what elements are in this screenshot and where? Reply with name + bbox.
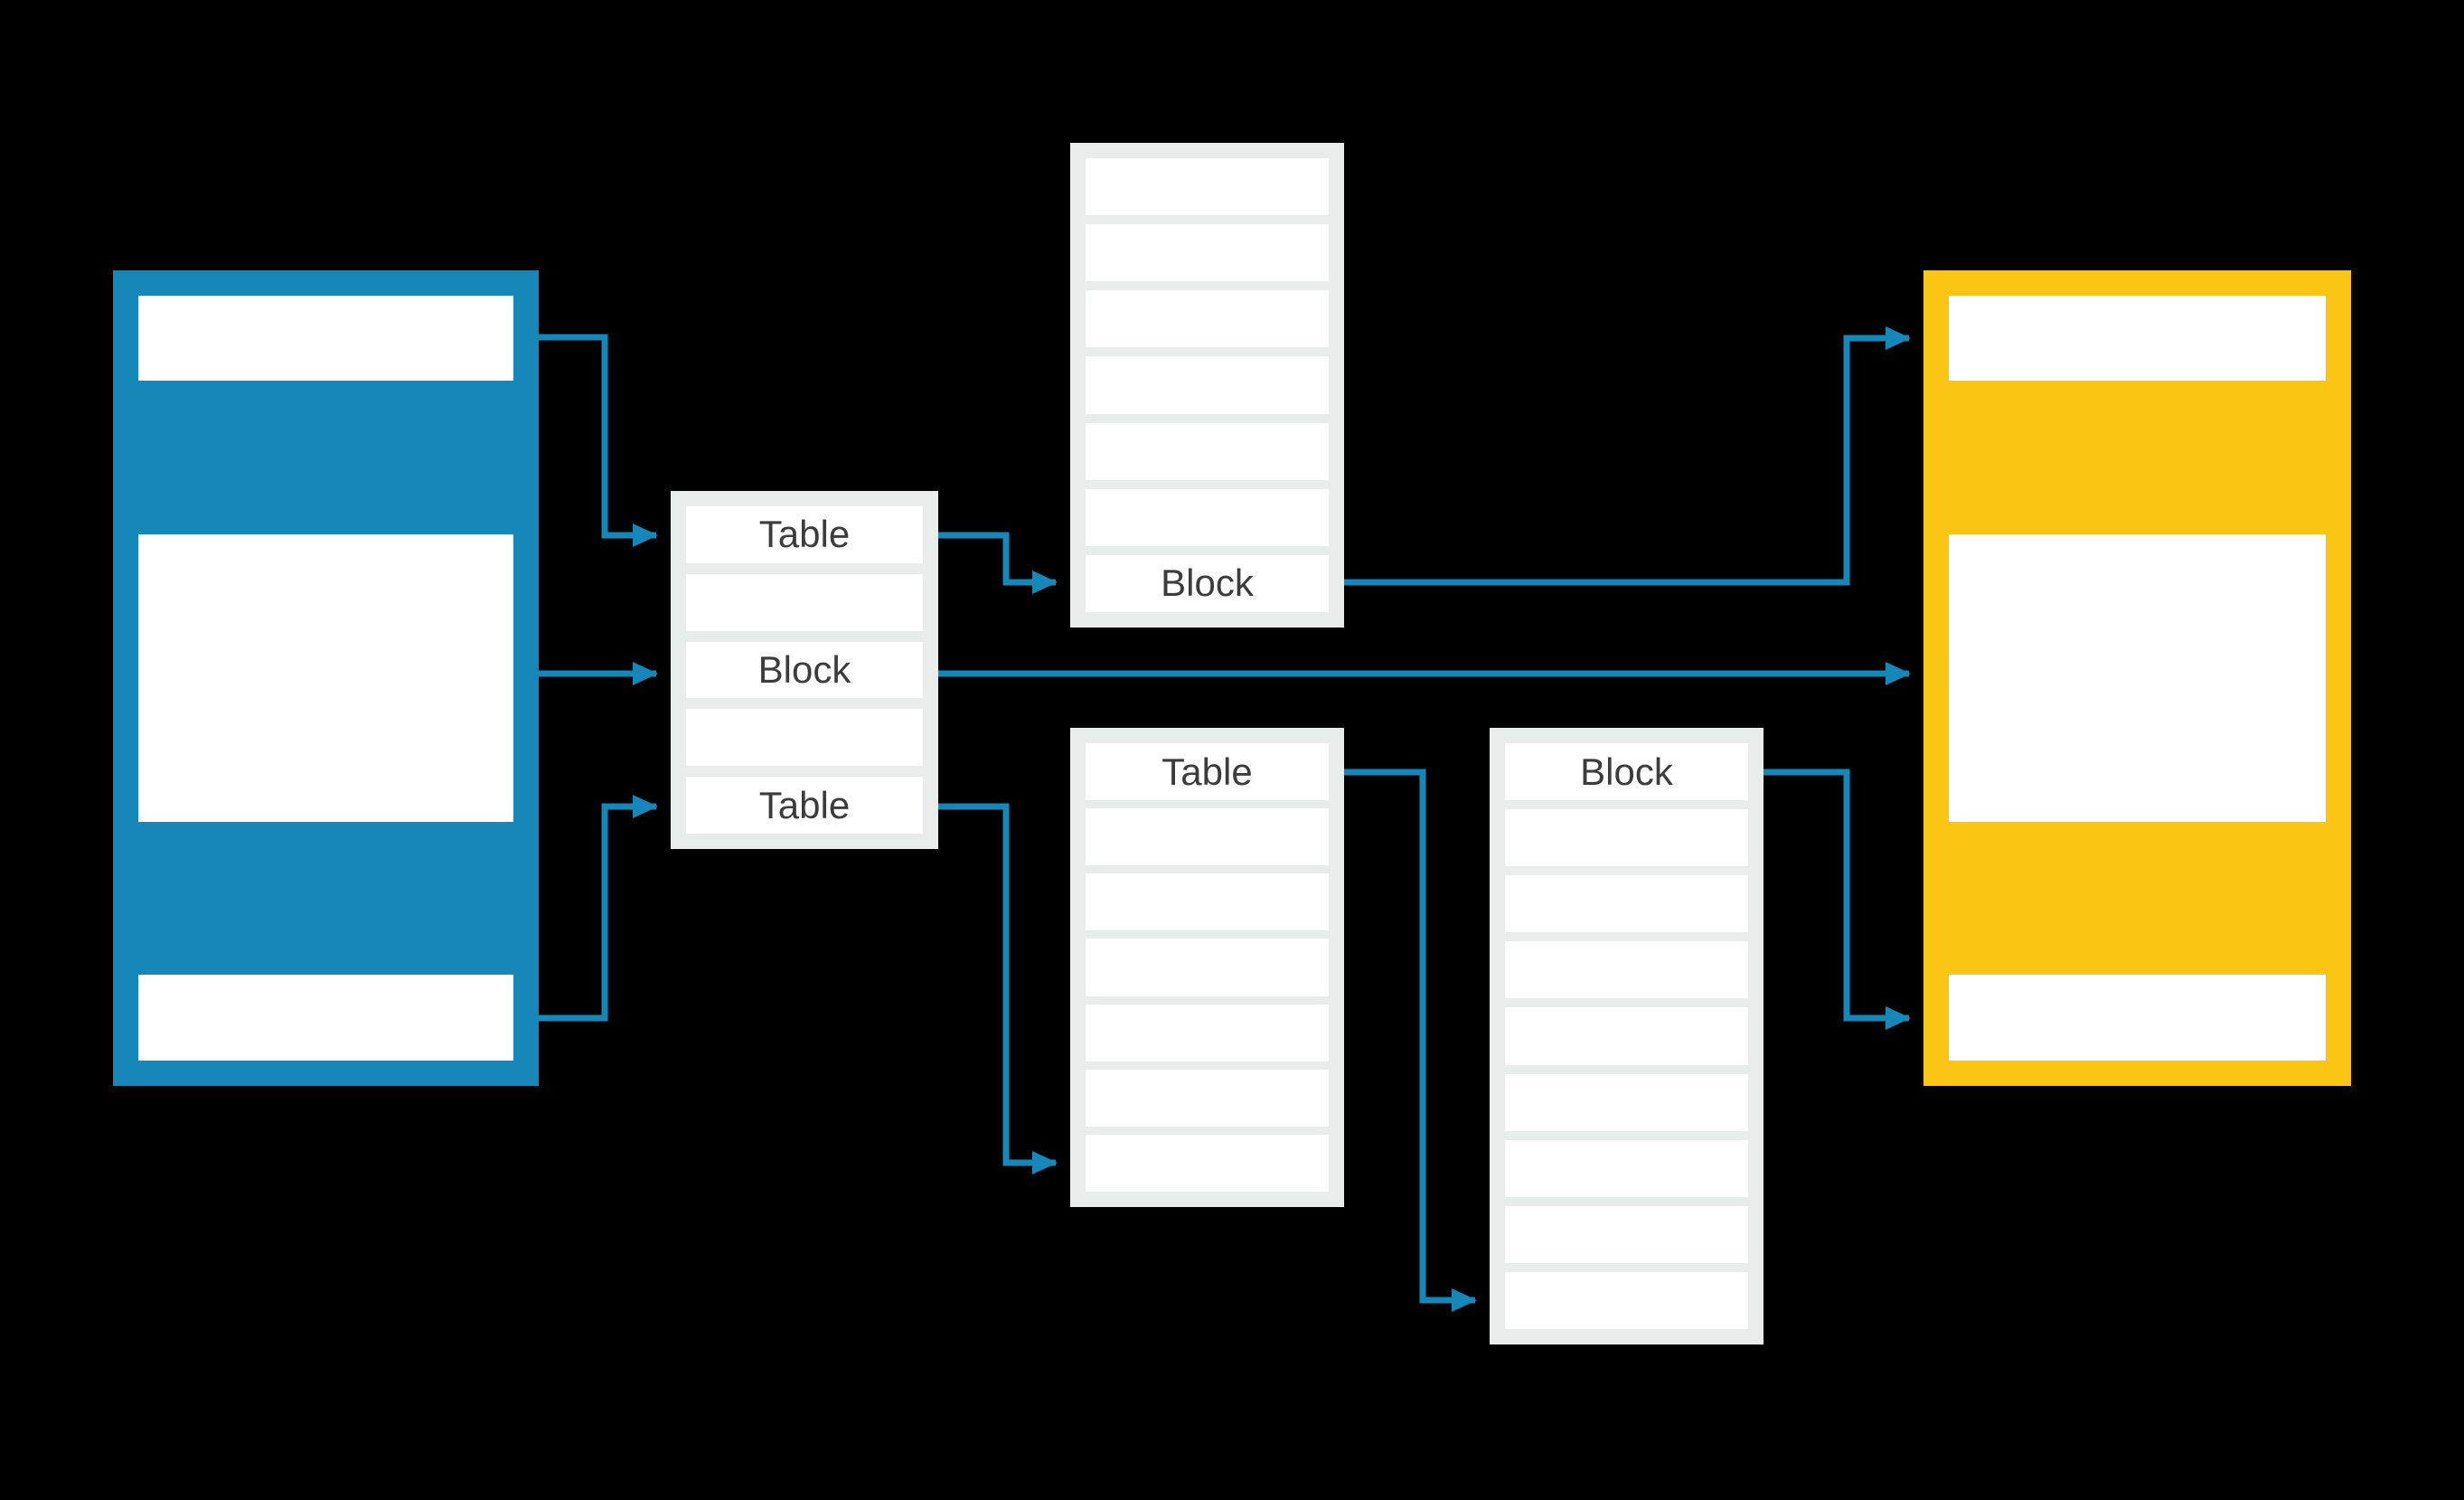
row-blank — [1505, 1007, 1748, 1065]
row-table: Table — [686, 506, 923, 563]
target-bottom-section — [1949, 975, 2326, 1061]
row-table: Table — [1086, 743, 1329, 801]
top-block-box: Block — [1070, 143, 1344, 627]
row-blank — [1086, 488, 1329, 546]
right-block-box: Block — [1490, 728, 1763, 1344]
target-panel — [1923, 270, 2351, 1086]
row-blank — [1086, 939, 1329, 996]
source-bottom-section — [138, 975, 513, 1061]
row-blank — [1086, 158, 1329, 216]
row-block: Block — [686, 641, 923, 699]
target-top-section — [1949, 296, 2326, 381]
row-blank — [1086, 873, 1329, 931]
row-block: Block — [1505, 743, 1748, 801]
row-blank — [1086, 356, 1329, 414]
arrow-table-to-bottom-table — [938, 803, 1058, 1175]
row-blank — [1505, 1139, 1748, 1197]
row-blank — [1505, 1271, 1748, 1329]
row-blank — [1505, 875, 1748, 933]
row-blank — [1086, 1004, 1329, 1061]
row-blank — [1086, 224, 1329, 282]
row-blank — [1505, 1205, 1748, 1263]
row-table: Table — [686, 777, 923, 834]
source-middle-section — [138, 534, 513, 822]
row-blank — [686, 573, 923, 631]
source-top-section — [138, 296, 513, 381]
arrow-source-to-table-bottom — [539, 795, 658, 1022]
bottom-table-box: Table — [1070, 728, 1344, 1207]
arrow-table-to-top-block — [938, 532, 1058, 594]
row-blank — [1086, 808, 1329, 866]
row-block: Block — [1086, 554, 1329, 612]
row-blank — [1505, 941, 1748, 999]
target-middle-section — [1949, 534, 2326, 822]
row-blank — [1086, 1069, 1329, 1127]
arrow-right-block-to-target — [1763, 769, 1911, 1030]
row-blank — [1505, 1073, 1748, 1131]
row-blank — [1086, 422, 1329, 480]
source-panel — [113, 270, 539, 1086]
row-blank — [686, 709, 923, 767]
row-blank — [1086, 290, 1329, 348]
arrow-top-block-to-target — [1344, 326, 1911, 586]
row-blank — [1505, 809, 1748, 867]
arrow-bottom-table-to-right-block — [1344, 769, 1477, 1312]
arrow-source-to-table-top — [539, 334, 658, 547]
row-blank — [1086, 1134, 1329, 1192]
